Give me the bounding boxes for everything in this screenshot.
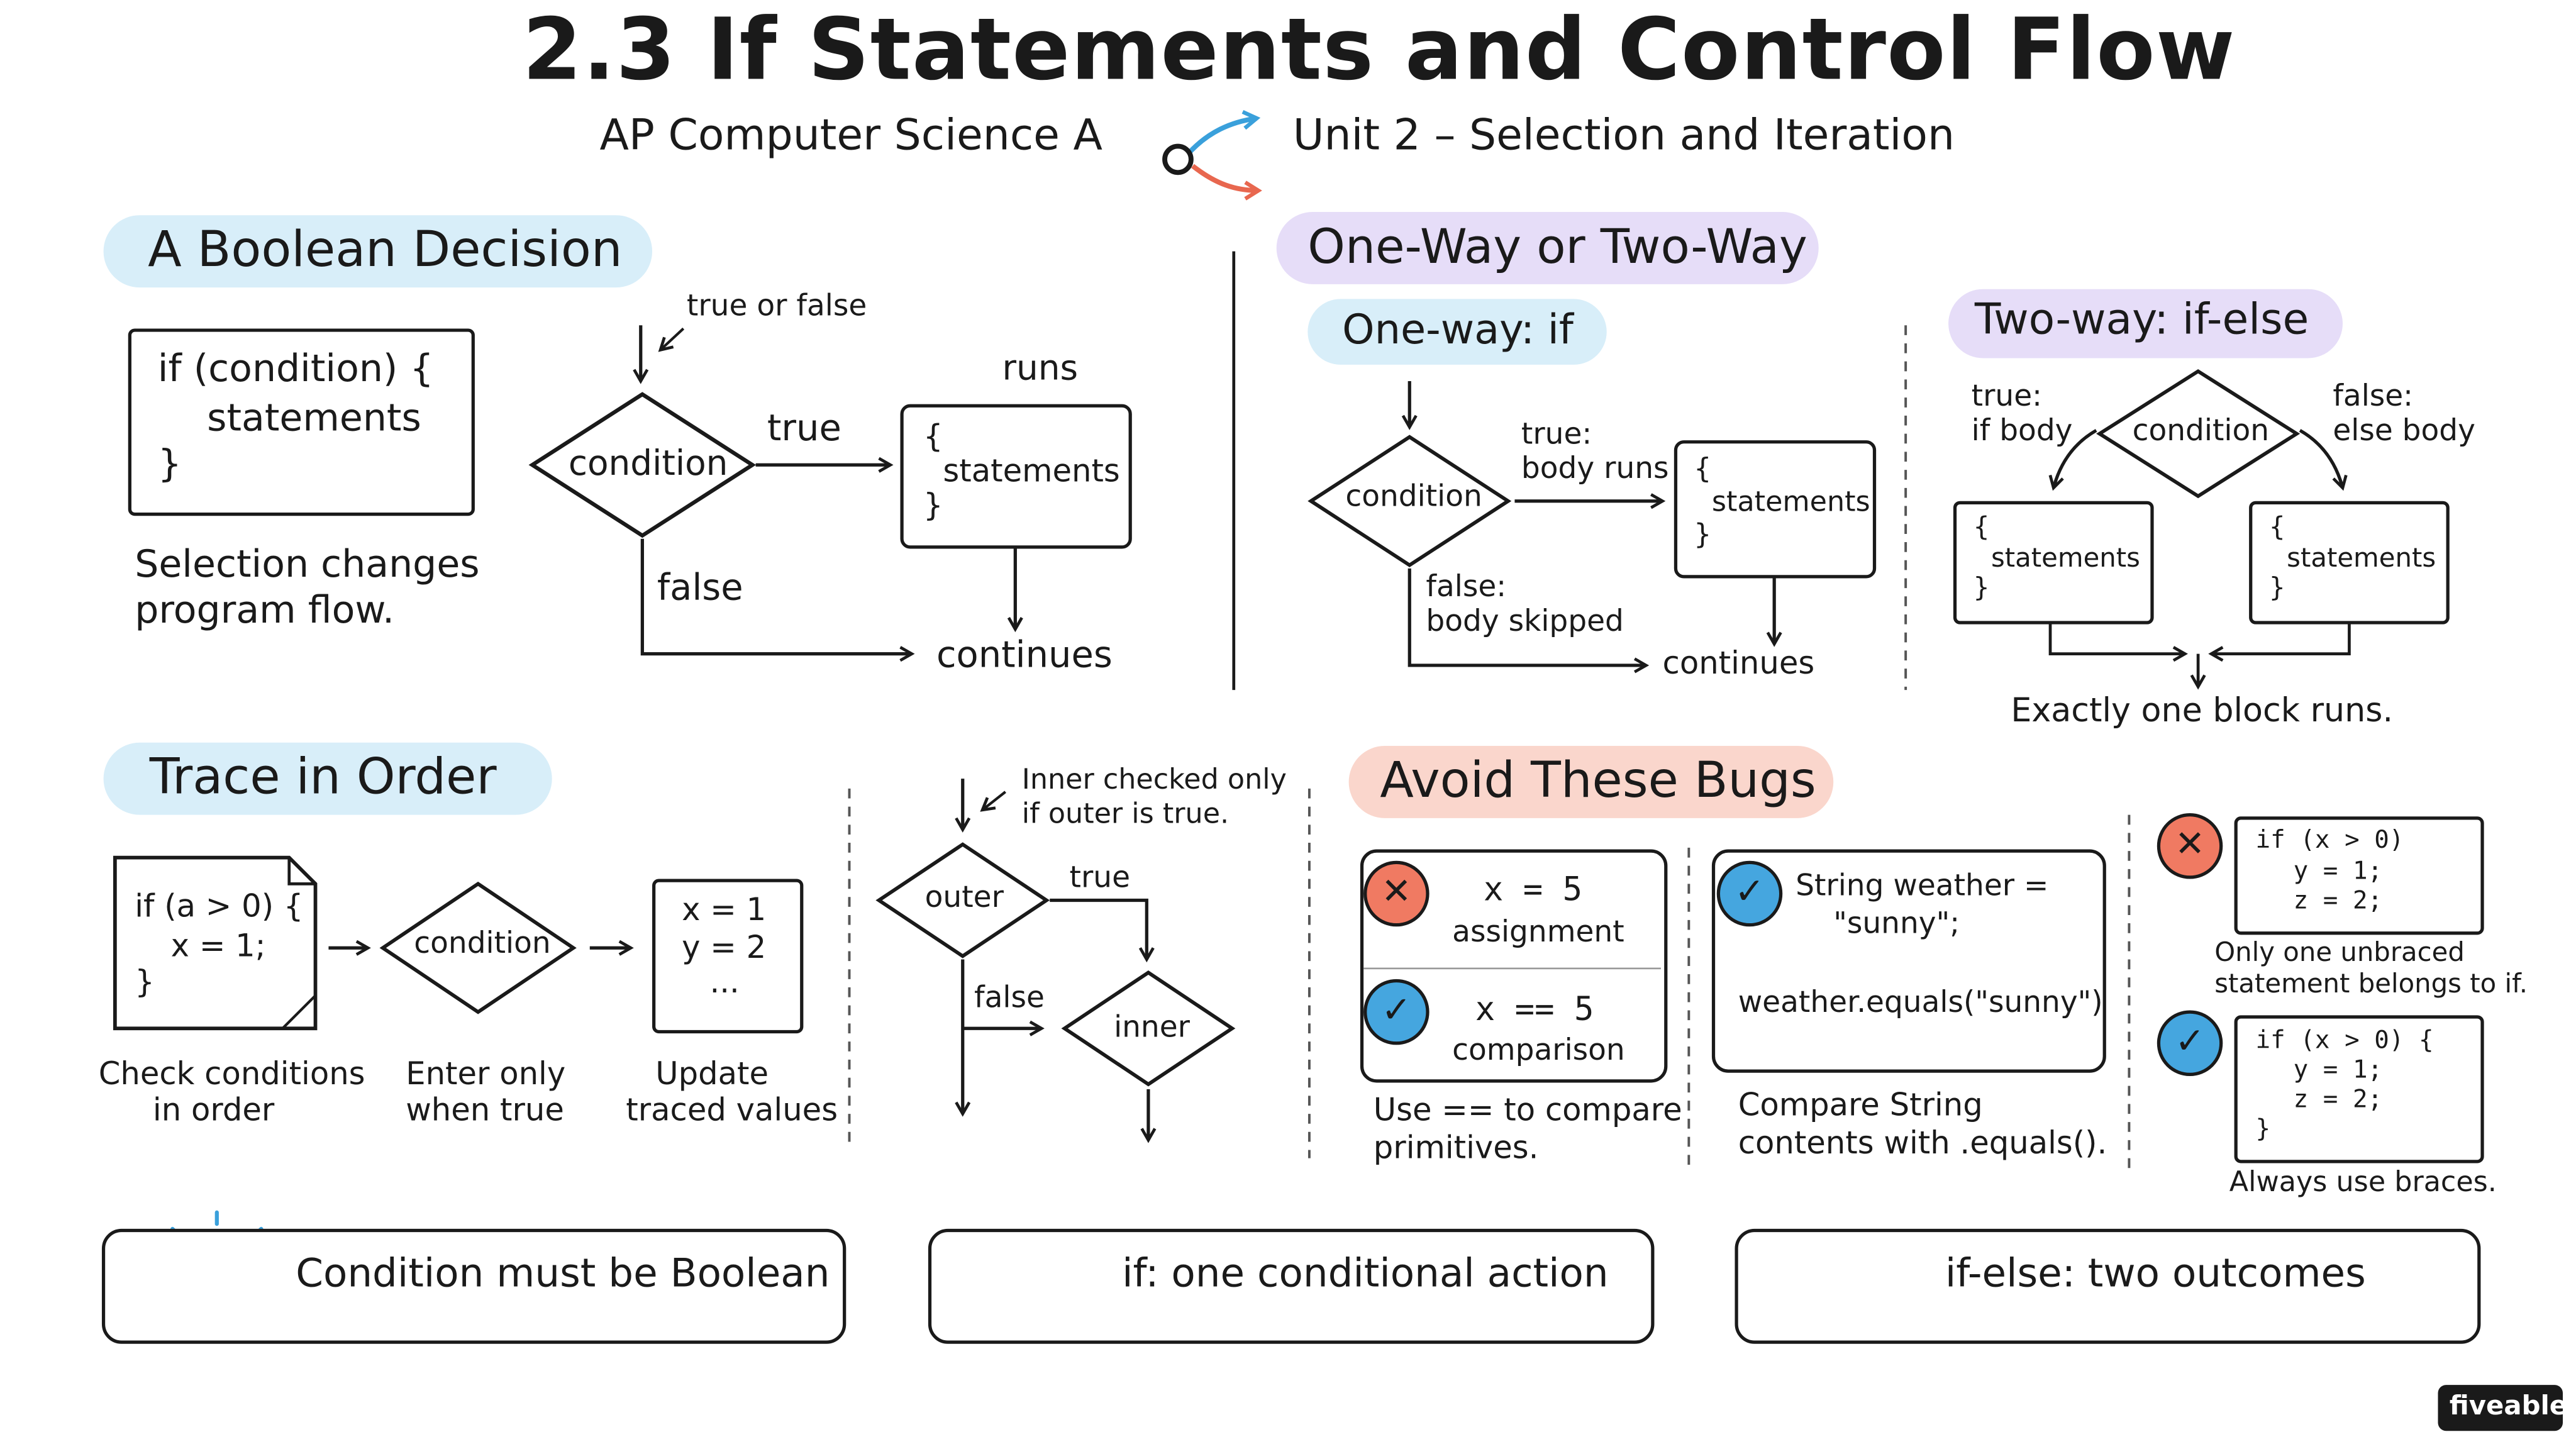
continues-label: continues xyxy=(936,635,1113,677)
statements-block xyxy=(900,404,1132,549)
else-body-block xyxy=(2249,501,2450,625)
selection-caption: Selection changes xyxy=(135,543,480,587)
correct-badge-icon: ✓ xyxy=(1363,979,1430,1045)
condition-diamond xyxy=(528,392,757,538)
section-heading-boolean: A Boolean Decision xyxy=(103,215,653,288)
summary-label: if: one conditional action xyxy=(1122,1250,1609,1297)
summary-label: Condition must be Boolean xyxy=(296,1250,830,1297)
if-syntax-box xyxy=(128,328,475,516)
correct-badge-icon: ✓ xyxy=(2157,1010,2223,1076)
one-way-statements-block xyxy=(1674,440,1877,579)
section-heading-bugs: Avoid These Bugs xyxy=(1348,745,1834,818)
brand-logo: fiveable xyxy=(2438,1385,2567,1431)
subheading-two-way: Two-way: if-else xyxy=(1948,289,2343,358)
course-name: AP Computer Science A xyxy=(599,111,1103,161)
summary-card-boolean xyxy=(101,1228,847,1344)
wrong-badge-icon: ✕ xyxy=(2157,813,2223,879)
section-heading-trace: Trace in Order xyxy=(103,742,552,815)
unit-name: Unit 2 – Selection and Iteration xyxy=(1292,111,1955,161)
code-card xyxy=(113,855,318,1031)
subheading-one-way: One-way: if xyxy=(1307,299,1607,365)
assignment-vs-comparison-card xyxy=(1360,849,1668,1083)
summary-card-if-else xyxy=(1735,1228,2481,1344)
false-label: false xyxy=(657,568,743,610)
page-title: 2.3 If Statements and Control Flow xyxy=(522,1,2236,101)
true-label: true xyxy=(767,409,841,450)
branch-icon xyxy=(1162,118,1258,191)
unbraced-code-box xyxy=(2234,816,2484,935)
braced-code-box xyxy=(2234,1015,2484,1163)
wrong-badge-icon: ✕ xyxy=(1363,860,1430,927)
if-body-block xyxy=(1953,501,2154,625)
true-false-note: true or false xyxy=(686,289,867,324)
exactly-one-caption: Exactly one block runs. xyxy=(2011,690,2394,730)
traced-values-box xyxy=(652,879,804,1034)
condition-label: condition xyxy=(568,443,728,483)
nested-note: Inner checked only xyxy=(1021,763,1287,797)
section-heading-one-two-way: One-Way or Two-Way xyxy=(1276,211,1819,284)
summary-label: if-else: two outcomes xyxy=(1945,1250,2366,1297)
summary-card-if xyxy=(928,1228,1655,1344)
correct-badge-icon: ✓ xyxy=(1716,860,1783,927)
runs-label: runs xyxy=(1002,348,1079,388)
